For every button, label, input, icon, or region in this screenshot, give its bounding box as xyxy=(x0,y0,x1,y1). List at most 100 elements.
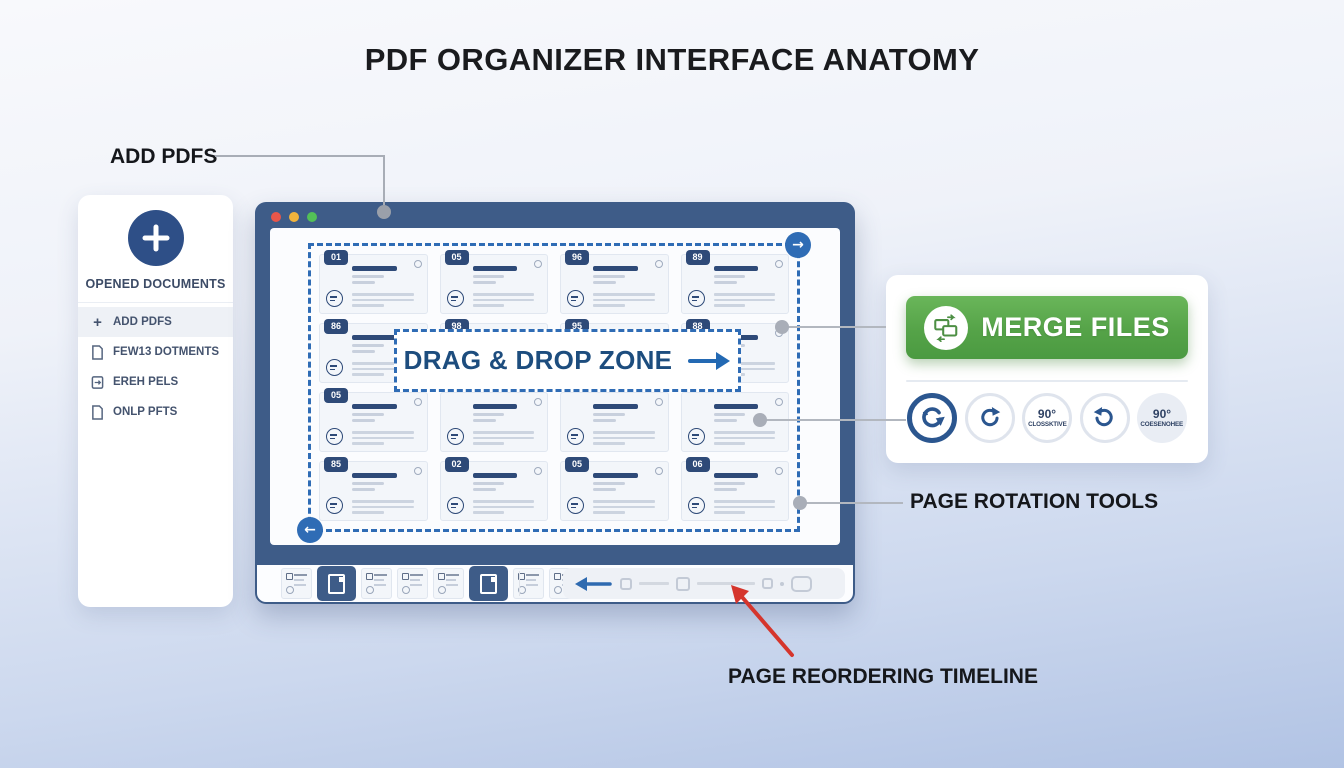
text-line xyxy=(374,584,386,586)
page-thumbnail-card[interactable] xyxy=(680,392,789,452)
page-title-bar xyxy=(352,473,397,478)
page-thumbnail-card[interactable]: 06 xyxy=(680,457,789,521)
timeline-thumbnail[interactable] xyxy=(317,566,356,601)
divider xyxy=(78,302,233,303)
page-thumbnail-card[interactable]: 05 xyxy=(439,250,548,314)
text-line xyxy=(472,505,535,508)
text-line xyxy=(352,275,384,278)
page-title-bar xyxy=(593,266,638,271)
minimize-button[interactable] xyxy=(289,212,299,222)
page-select-ring[interactable] xyxy=(534,467,542,475)
text-line xyxy=(526,584,538,586)
rotate-counterclockwise-button[interactable] xyxy=(1079,393,1130,443)
timeline-thumbnail[interactable] xyxy=(397,568,428,599)
drag-drop-zone[interactable]: DRAG & DROP ZONE xyxy=(394,329,741,392)
timeline-node[interactable] xyxy=(676,576,690,591)
text-line xyxy=(410,579,420,581)
page-select-ring[interactable] xyxy=(654,398,663,406)
text-line xyxy=(593,413,625,416)
timeline-thumbnail[interactable] xyxy=(469,566,508,601)
page-thumbnail-card[interactable]: 01 xyxy=(319,250,428,314)
page-number-badge: 05 xyxy=(324,388,348,403)
rotate-clockwise-bold-button[interactable] xyxy=(907,393,957,443)
timeline-thumbnail[interactable] xyxy=(361,568,392,599)
text-line xyxy=(352,298,414,301)
page-select-ring[interactable] xyxy=(534,398,542,406)
page-title-bar xyxy=(352,335,397,340)
marquee-arrow-right-icon[interactable]: → xyxy=(785,232,811,258)
merge-files-button[interactable]: MERGE FILES xyxy=(906,296,1188,359)
sidebar-item-documents[interactable]: FEW13 DOTMENTS xyxy=(78,337,233,367)
rotate-clockwise-button[interactable] xyxy=(964,393,1015,443)
opened-documents-panel: OPENED DOCUMENTS + ADD PDFS FEW13 DOTMEN… xyxy=(78,195,233,607)
page-thumbnail-card[interactable]: 96 xyxy=(560,250,669,314)
tool-caption: CLOSSKTIVE xyxy=(1027,421,1067,428)
text-line xyxy=(472,500,535,503)
timeline-thumbnail[interactable] xyxy=(433,568,464,599)
page-select-ring[interactable] xyxy=(413,398,422,406)
text-line xyxy=(472,281,496,284)
text-line xyxy=(410,574,423,576)
text-line xyxy=(294,579,304,581)
marquee-arrow-left-icon[interactable]: ← xyxy=(297,517,323,543)
rotate-90-clockwise-button[interactable]: 90° CLOSSKTIVE xyxy=(1022,393,1072,443)
rotate-counterclockwise-icon xyxy=(1093,406,1113,426)
timeline-node[interactable] xyxy=(762,578,773,589)
sidebar-item-label: FEW13 DOTMENTS xyxy=(113,346,220,358)
page-select-ring[interactable] xyxy=(654,467,663,475)
page-select-ring[interactable] xyxy=(775,329,783,337)
close-button[interactable] xyxy=(271,212,281,222)
timeline-thumbnail[interactable] xyxy=(281,568,312,599)
page-select-ring[interactable] xyxy=(775,260,783,268)
sidebar-item-export[interactable]: EREH PELS xyxy=(78,367,233,397)
page-circle-icon xyxy=(326,359,343,376)
degree-label: 90° xyxy=(1037,406,1057,421)
text-line xyxy=(593,304,625,307)
circle-icon xyxy=(518,586,526,594)
text-line xyxy=(352,431,414,434)
add-documents-button[interactable] xyxy=(127,210,184,266)
text-line xyxy=(713,413,746,416)
page-number-badge: 01 xyxy=(324,250,348,265)
page-number-badge: 86 xyxy=(324,319,348,334)
page-select-ring[interactable] xyxy=(654,260,663,268)
text-line xyxy=(352,304,384,307)
text-line xyxy=(352,482,384,485)
text-line xyxy=(472,298,535,301)
page-title: PDF ORGANIZER INTERFACE ANATOMY xyxy=(364,42,980,77)
page-select-ring[interactable] xyxy=(413,260,422,268)
page-select-ring[interactable] xyxy=(413,467,422,475)
page-thumbnail-card[interactable]: 05 xyxy=(560,457,669,521)
text-line xyxy=(352,413,384,416)
timeline-track[interactable] xyxy=(563,568,845,599)
document-export-icon xyxy=(91,375,104,389)
page-thumbnail-card[interactable]: 05 xyxy=(319,388,428,452)
timeline-thumbnail[interactable] xyxy=(513,568,544,599)
page-thumbnail-card[interactable] xyxy=(560,392,669,452)
sidebar-item-add-pdfs[interactable]: + ADD PDFS xyxy=(78,307,233,337)
text-line xyxy=(713,482,746,485)
mini-badge xyxy=(286,573,293,580)
text-line xyxy=(352,500,414,503)
page-select-ring[interactable] xyxy=(775,467,783,475)
page-number-badge: 05 xyxy=(444,250,469,265)
page-select-ring[interactable] xyxy=(534,260,542,268)
text-line xyxy=(713,367,776,370)
page-thumbnail-card[interactable]: 85 xyxy=(319,457,428,521)
timeline-connector xyxy=(697,582,755,585)
page-select-ring[interactable] xyxy=(775,398,783,406)
page-rotation-tools: 90° CLOSSKTIVE 90° COESENOHEE xyxy=(886,393,1208,443)
page-thumbnail-card[interactable]: 02 xyxy=(439,457,548,521)
rotate-90-counterclockwise-button[interactable]: 90° COESENOHEE xyxy=(1137,393,1187,443)
circle-icon xyxy=(554,586,562,594)
page-thumbnail-card[interactable]: 89 xyxy=(680,250,789,314)
timeline-node[interactable] xyxy=(620,577,632,590)
expand-button[interactable] xyxy=(307,212,317,222)
text-line xyxy=(472,431,535,434)
sidebar-item-only-pdfs[interactable]: ONLP PFTS xyxy=(78,397,233,427)
page-title-bar xyxy=(472,266,518,271)
text-line xyxy=(472,293,535,296)
page-thumbnail-card[interactable] xyxy=(439,392,548,452)
timeline-node[interactable] xyxy=(791,575,812,592)
page-number-badge: 85 xyxy=(324,457,348,472)
